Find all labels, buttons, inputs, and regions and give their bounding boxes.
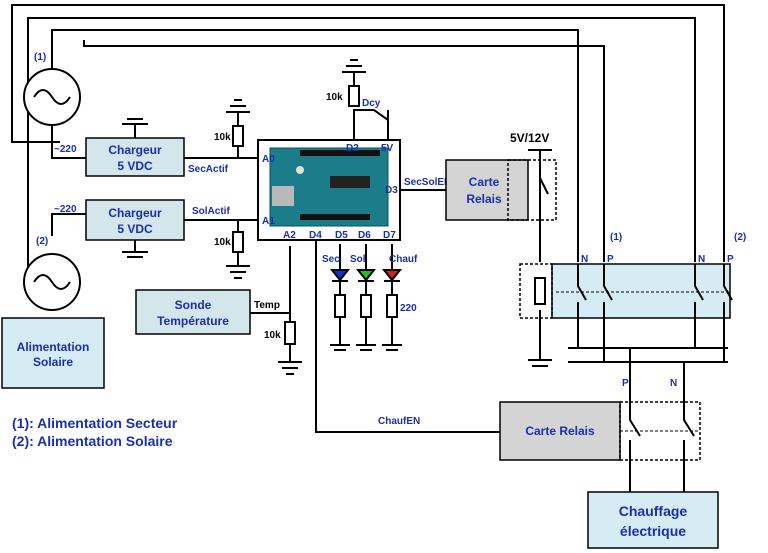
signal-chaufen: ChaufEN xyxy=(378,416,420,427)
solar-ac-source xyxy=(23,253,81,311)
led-sec xyxy=(329,269,351,282)
temperature-sensor-box: Sonde Température xyxy=(135,289,251,335)
led-chauf xyxy=(381,269,403,282)
pin-d6: D6 xyxy=(358,230,371,241)
resistor-a0 xyxy=(226,99,250,158)
led-sol xyxy=(355,269,377,282)
relay1-supply: 5V/12V xyxy=(510,131,549,145)
signal-sec-actif: SecActif xyxy=(188,164,229,175)
led-sol-label: Sol xyxy=(350,254,366,265)
pin-a0: A0 xyxy=(262,154,275,165)
ground-icon xyxy=(122,118,148,258)
contactor-group2-tag: (2) xyxy=(734,232,746,243)
solar-supply-line1: Alimentation xyxy=(17,340,90,354)
solar-source-tag: (2) xyxy=(36,236,48,247)
led-sec-label: Sec xyxy=(322,254,340,265)
relay1-line1: Carte xyxy=(469,175,500,189)
heater-terminal-p: P xyxy=(622,378,629,389)
mains-ac-source xyxy=(23,68,81,126)
pin-5v: 5V xyxy=(381,143,394,154)
pin-a1: A1 xyxy=(262,216,275,227)
signal-temp: Temp xyxy=(254,300,280,311)
contactor-block xyxy=(519,263,733,362)
resistor-a1-value: 10k xyxy=(214,237,231,248)
legend: (1): Alimentation Secteur (2): Alimentat… xyxy=(12,415,178,449)
contactor-n2: N xyxy=(698,254,705,265)
resistor-temp-value: 10k xyxy=(264,330,281,341)
contactor-n1: N xyxy=(581,254,588,265)
electric-heater-box: Chauffage électrique xyxy=(587,491,719,549)
relay-card-1: Carte Relais xyxy=(445,159,557,221)
relay-card-2: Carte Relais xyxy=(499,400,701,461)
pin-a2: A2 xyxy=(283,230,296,241)
heater-terminal-n: N xyxy=(670,378,677,389)
contactor-p1: P xyxy=(607,254,614,265)
arduino-board xyxy=(257,139,401,241)
relay2-label: Carte Relais xyxy=(525,424,595,438)
resistor-temp xyxy=(278,313,302,375)
solar-supply-line2: Solaire xyxy=(33,355,73,369)
resistor-a0-value: 10k xyxy=(214,132,231,143)
signal-secsolen: SecSolEN xyxy=(404,177,451,188)
resistor-a1 xyxy=(226,220,250,279)
pin-d4: D4 xyxy=(309,230,322,241)
charger-top-line2: 5 VDC xyxy=(117,159,153,173)
signal-sol-actif: SolActif xyxy=(192,206,230,217)
pin-d3: D3 xyxy=(385,185,398,196)
led-group xyxy=(329,244,403,351)
push-button-switch xyxy=(373,109,389,121)
resistor-d2-value: 10k xyxy=(326,92,343,103)
led-resistor-value: 220 xyxy=(400,303,417,314)
pin-d2: D2 xyxy=(346,143,359,154)
charger-bottom-line2: 5 VDC xyxy=(117,222,153,236)
relay1-contact xyxy=(528,149,552,367)
charger-top: Chargeur 5 VDC xyxy=(85,137,185,177)
pin-d5: D5 xyxy=(335,230,348,241)
sensor-line1: Sonde xyxy=(175,298,212,312)
relay1-line2: Relais xyxy=(466,192,502,206)
solar-supply-box: Alimentation Solaire xyxy=(1,317,105,389)
pin-d7: D7 xyxy=(383,230,396,241)
solar-voltage-label: ~220 xyxy=(54,204,77,215)
contactor-p2: P xyxy=(727,254,734,265)
mains-source-tag: (1) xyxy=(34,52,46,63)
legend-line2: (2): Alimentation Solaire xyxy=(12,433,173,449)
switch-label-dcy: Dcy xyxy=(362,98,381,109)
charger-top-line1: Chargeur xyxy=(108,143,162,157)
sensor-line2: Température xyxy=(157,314,229,328)
charger-bottom-line1: Chargeur xyxy=(108,206,162,220)
resistor-d2 xyxy=(342,59,366,107)
charger-bottom: Chargeur 5 VDC xyxy=(85,199,185,241)
heater-line1: Chauffage xyxy=(619,503,688,519)
mains-voltage-label: ~220 xyxy=(54,144,77,155)
heater-line2: électrique xyxy=(620,523,686,539)
legend-line1: (1): Alimentation Secteur xyxy=(12,415,178,431)
led-chauf-label: Chauf xyxy=(389,254,418,265)
contactor-group1-tag: (1) xyxy=(610,232,622,243)
